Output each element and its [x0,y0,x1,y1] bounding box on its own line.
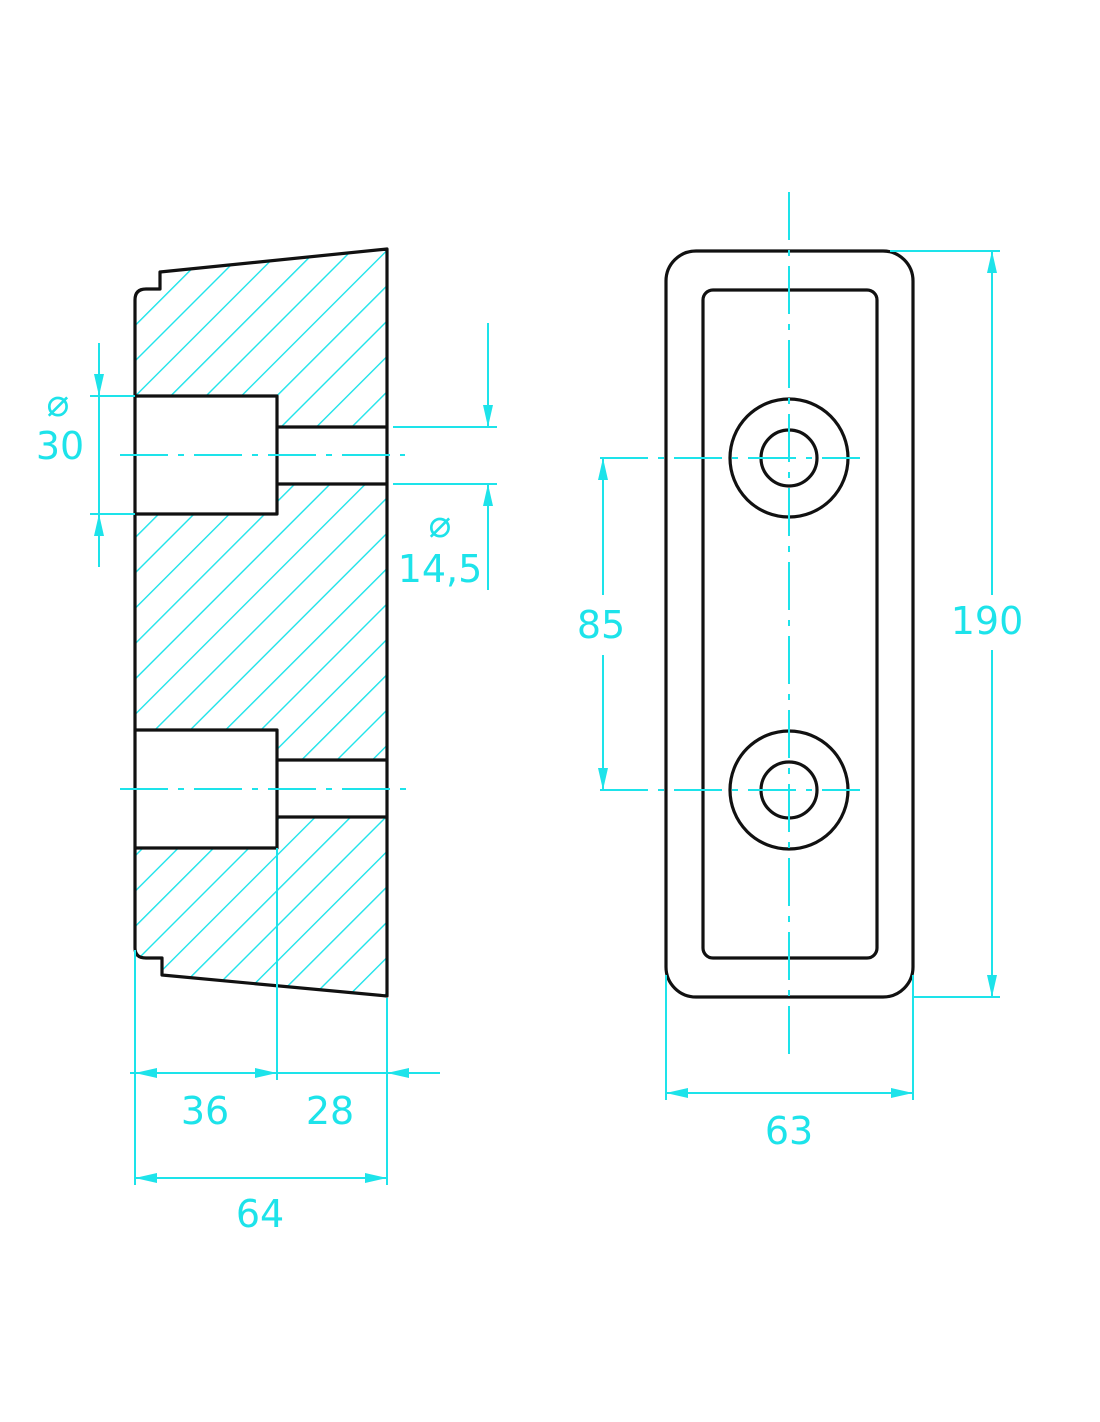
section-outline [133,247,389,998]
dimension-label-36: 36 [181,1089,229,1133]
section-view [120,247,410,998]
dimension-hole-diameter: ⌀ 14,5 [393,323,497,591]
front-view [600,192,915,1060]
dimension-thickness: 36 28 64 [130,848,440,1236]
dimension-label-14-5: 14,5 [398,547,483,591]
dimension-height: 190 [890,250,1024,998]
dimension-label-190: 190 [951,599,1024,643]
section-hatch [135,249,387,996]
dimension-label-30: 30 [36,424,84,468]
dimension-label-85: 85 [577,603,625,647]
dimension-hole-spacing: 85 [577,458,625,790]
dimension-counterbore-diameter: ⌀ 30 [36,343,135,567]
diameter-symbol: ⌀ [47,381,70,425]
dimension-label-64: 64 [236,1192,284,1236]
dimension-width: 63 [665,975,914,1153]
diameter-symbol: ⌀ [429,502,452,546]
dimension-label-63: 63 [765,1109,813,1153]
dimension-label-28: 28 [306,1089,354,1133]
